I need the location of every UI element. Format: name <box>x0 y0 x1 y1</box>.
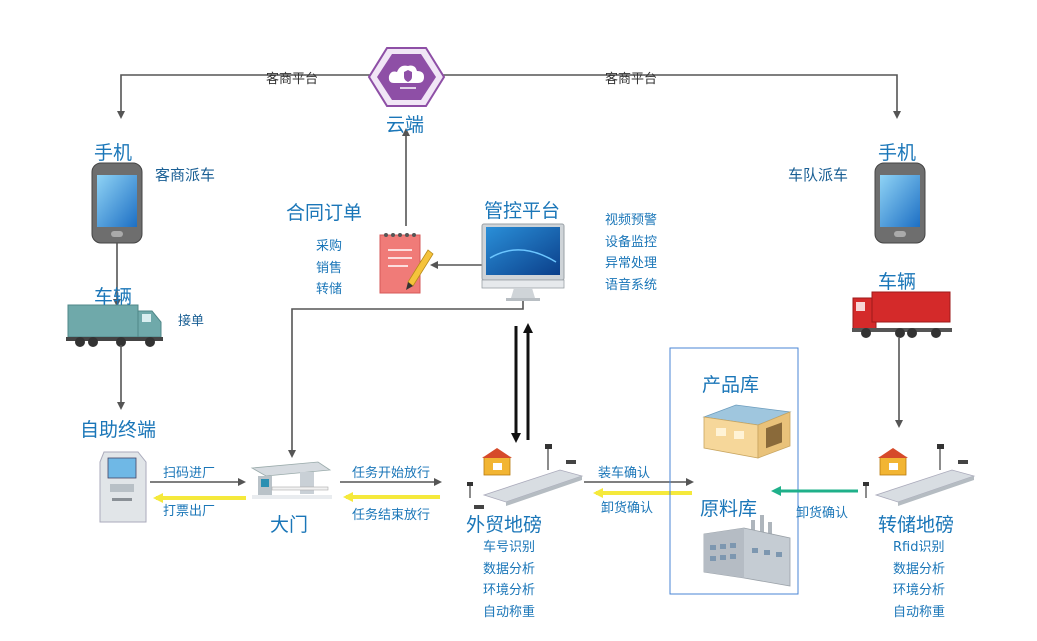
unload-confirm-left-label: 卸货确认 <box>601 501 654 516</box>
foreign-scale-item: 环境分析 <box>483 583 536 598</box>
raw-factory-icon <box>703 515 791 587</box>
cloud-label: 云端 <box>386 114 425 136</box>
task-end-label: 任务结束放行 <box>352 508 431 523</box>
accept-order-label: 接单 <box>178 314 205 329</box>
phone-left-icon <box>91 162 143 244</box>
control-item: 语音系统 <box>605 277 658 293</box>
transfer-scale-item: 环境分析 <box>893 583 946 598</box>
self-terminal-label: 自助终端 <box>80 419 157 441</box>
phone-right-icon <box>874 162 926 244</box>
product-store-label: 产品库 <box>702 374 760 396</box>
monitor-icon <box>481 223 565 301</box>
task-start-label: 任务开始放行 <box>352 466 431 481</box>
foreign-scale-item: 数据分析 <box>483 561 536 577</box>
foreign-scale-label: 外贸地磅 <box>466 514 543 536</box>
control-item: 设备监控 <box>605 234 658 250</box>
cloud-icon <box>367 47 446 107</box>
truck-right-icon <box>852 291 952 338</box>
storage-box <box>669 347 799 595</box>
gate-icon <box>250 461 332 499</box>
transfer-scale-item: Rfid识别 <box>893 540 945 555</box>
transfer-scale-item: 数据分析 <box>893 561 946 577</box>
contract-item: 采购 <box>316 239 343 254</box>
contract-item: 销售 <box>316 260 343 276</box>
contract-item: 转储 <box>316 282 343 297</box>
contract-order-label: 合同订单 <box>286 202 363 224</box>
control-to-gate-arrow <box>288 301 524 458</box>
contract-notepad-icon <box>379 233 434 294</box>
self-terminal-icon <box>99 451 147 523</box>
vehicle-right-label: 车辆 <box>878 271 917 293</box>
scan-enter-label: 扫码进厂 <box>163 466 216 481</box>
phone-right-label: 手机 <box>878 142 917 164</box>
foreign-scale-items-list: 车号识别 数据分析 环境分析 自动称重 <box>483 537 535 623</box>
control-item: 异常处理 <box>605 256 658 271</box>
raw-store-label: 原料库 <box>700 498 758 520</box>
transfer-scale-items-list: Rfid识别 数据分析 环境分析 自动称重 <box>893 537 945 623</box>
load-confirm-label: 装车确认 <box>598 466 651 481</box>
foreign-scale-item: 自动称重 <box>483 604 536 620</box>
gate-label: 大门 <box>270 514 309 536</box>
client-dispatch-label: 客商派车 <box>155 166 216 184</box>
client-platform-right-label: 客商平台 <box>605 72 658 87</box>
phone-left-label: 手机 <box>94 142 133 164</box>
cloud-connectors <box>117 74 901 119</box>
vehicle-left-label: 车辆 <box>94 286 133 308</box>
transfer-scale-icon <box>863 444 976 506</box>
control-items-list: 视频预警 设备监控 异常处理 语音系统 <box>605 210 657 296</box>
product-warehouse-icon <box>702 404 792 459</box>
client-platform-left-label: 客商平台 <box>266 72 319 87</box>
unload-confirm-right-label: 卸货确认 <box>796 506 849 521</box>
truck-left-icon <box>66 304 163 347</box>
control-item: 视频预警 <box>605 213 658 228</box>
print-exit-label: 打票出厂 <box>163 504 216 519</box>
transfer-scale-item: 自动称重 <box>893 604 946 620</box>
transfer-scale-label: 转储地磅 <box>878 514 955 536</box>
control-platform-label: 管控平台 <box>484 200 561 222</box>
fleet-dispatch-label: 车队派车 <box>788 166 849 184</box>
foreign-scale-item: 车号识别 <box>483 540 536 555</box>
contract-items-list: 采购 销售 转储 <box>316 236 342 301</box>
foreign-scale-icon <box>467 444 584 509</box>
